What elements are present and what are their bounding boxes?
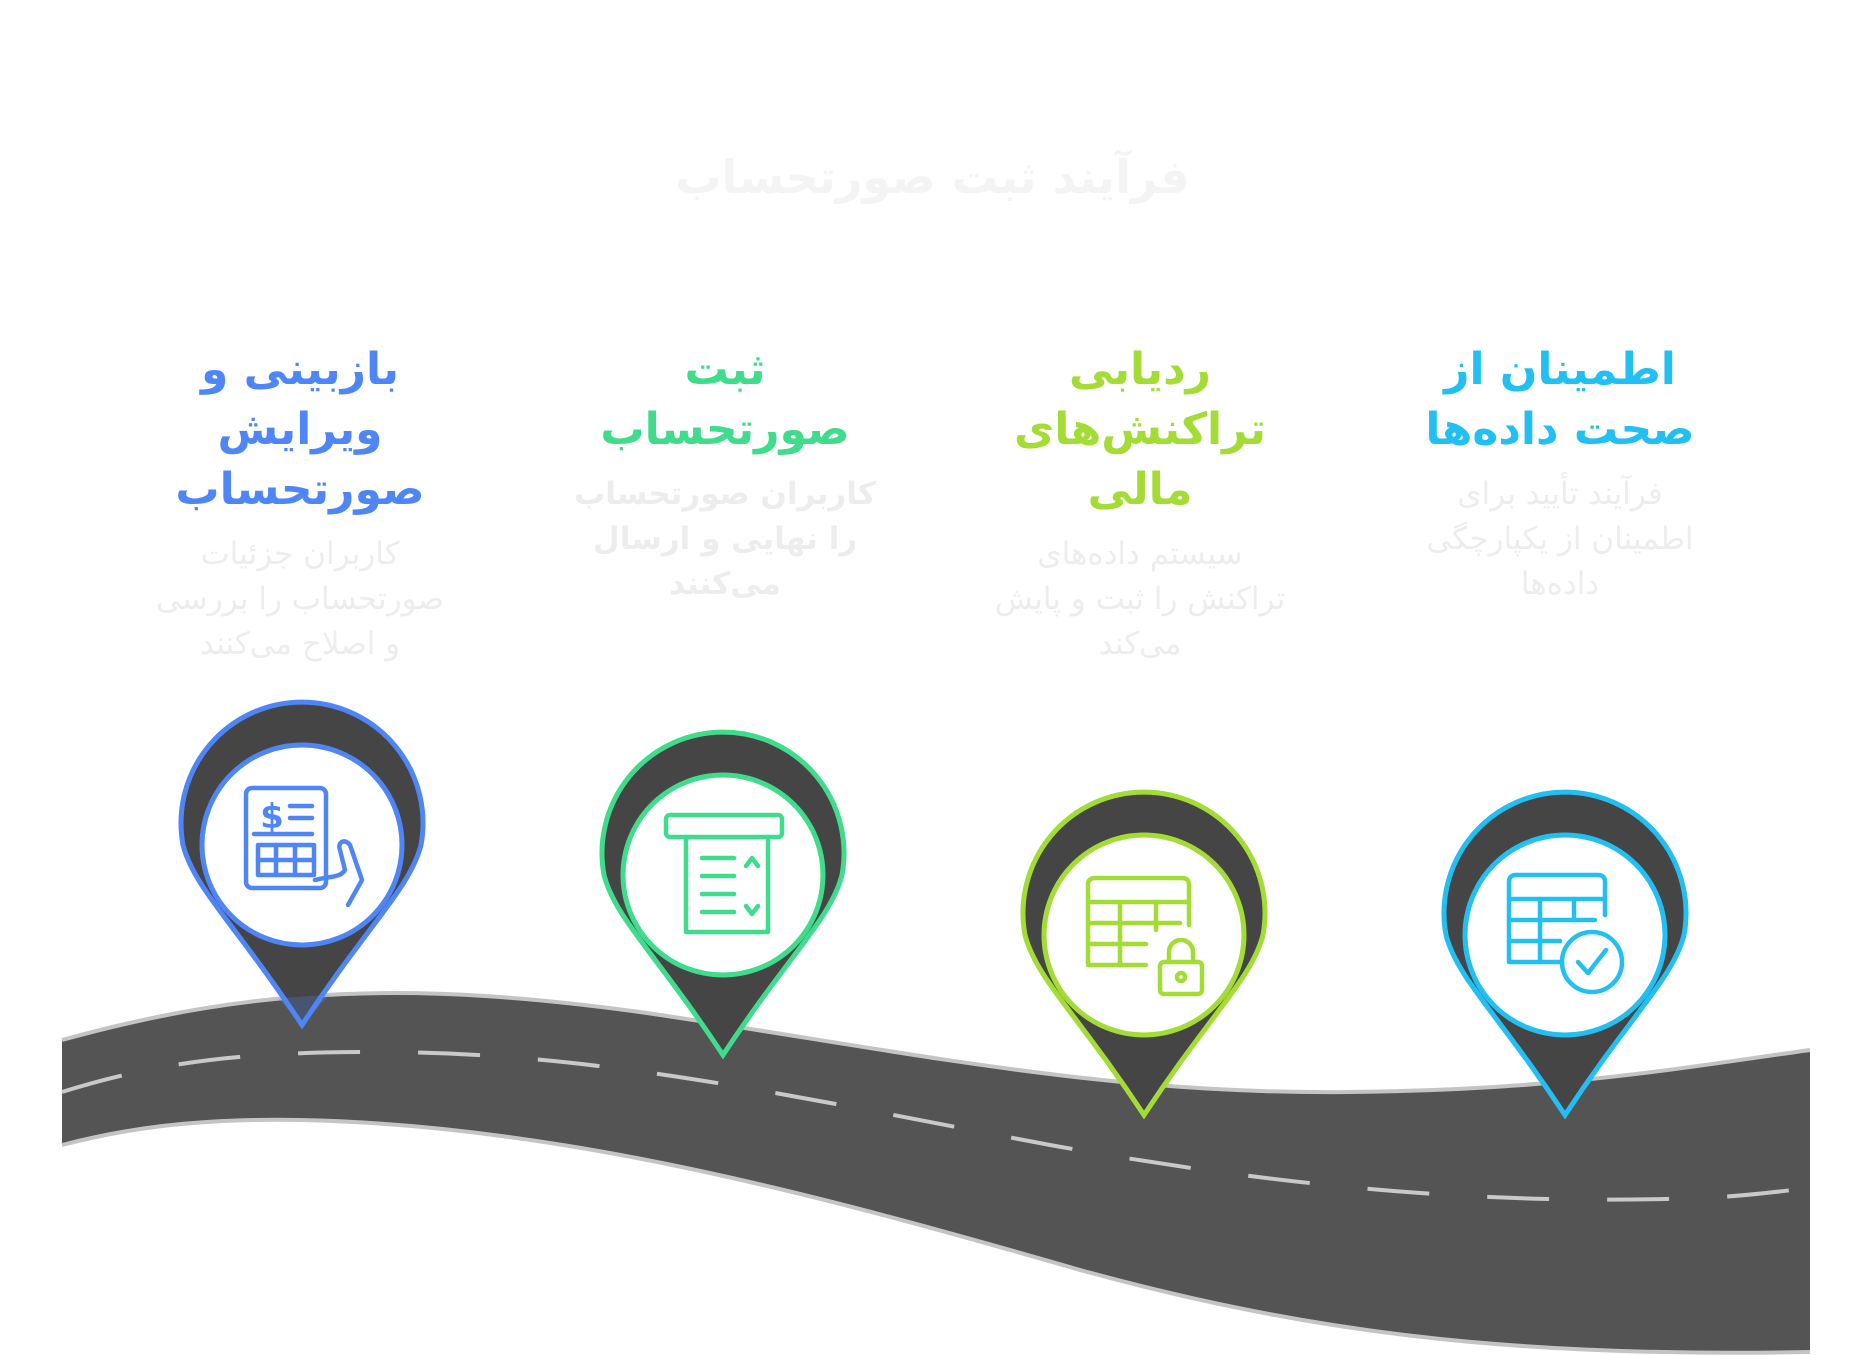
step-1-title-line: صورتحساب	[175, 464, 425, 515]
road-edge-bottom	[61, 1117, 1811, 1355]
step-2-title-line: صورتحساب	[600, 404, 850, 455]
step-1-description: کاربران جزئیات صورتحساب را بررسی و اصلاح…	[120, 532, 480, 667]
step-1-title: بازبینی و ویرایش صورتحساب	[120, 340, 480, 520]
step-2-desc-line: می‌کنند	[669, 566, 781, 602]
pin-step-4	[1441, 789, 1689, 1120]
step-4-title-line: صحت داده‌ها	[1425, 404, 1695, 455]
step-2-text: ثبت صورتحساب کاربران صورتحساب را نهایی و…	[545, 340, 905, 607]
step-3-text: ردیابی تراکنش‌های مالی سیستم داده‌های تر…	[960, 340, 1320, 667]
step-1-title-line: بازبینی و	[201, 344, 399, 395]
step-3-desc-line: سیستم داده‌های	[1037, 536, 1243, 572]
step-1-desc-line: کاربران جزئیات	[200, 536, 400, 572]
step-2-desc-line: را نهایی و ارسال	[592, 521, 858, 557]
step-1-desc-line: صورتحساب را بررسی	[155, 581, 445, 617]
step-3-title-line: تراکنش‌های	[1013, 404, 1267, 455]
road-surface	[62, 993, 1810, 1353]
step-4-title: اطمینان از صحت داده‌ها	[1380, 340, 1740, 460]
step-1-title-line: ویرایش	[217, 404, 383, 455]
page-title: فرآیند ثبت صورتحساب	[675, 150, 1190, 204]
step-3-desc-line: می‌کند	[1098, 626, 1182, 662]
step-4-desc-line: داده‌ها	[1520, 566, 1600, 602]
step-4-description: فرآیند تأیید برای اطمینان از یکپارچگی دا…	[1380, 472, 1740, 607]
step-2-title: ثبت صورتحساب	[545, 340, 905, 460]
svg-text:$: $	[260, 797, 284, 837]
pin-step-1: $	[178, 699, 426, 1030]
step-4-desc-line: اطمینان از یکپارچگی	[1426, 521, 1694, 557]
table-check-icon	[1506, 872, 1625, 995]
step-3-title-line: ردیابی	[1069, 344, 1211, 395]
step-4-title-line: اطمینان از	[1444, 344, 1676, 395]
table-lock-icon	[1085, 875, 1205, 997]
pin-step-3	[1020, 789, 1268, 1120]
receipt-checklist-icon	[663, 812, 785, 935]
road-center-dashes	[61, 1049, 1811, 1202]
step-2-title-line: ثبت	[684, 344, 766, 395]
step-1-text: بازبینی و ویرایش صورتحساب کاربران جزئیات…	[120, 340, 480, 667]
step-3-desc-line: تراکنش را ثبت و پایش	[994, 581, 1286, 617]
step-4-text: اطمینان از صحت داده‌ها فرآیند تأیید برای…	[1380, 340, 1740, 607]
step-2-desc-line: کاربران صورتحساب	[574, 476, 876, 512]
step-2-description: کاربران صورتحساب را نهایی و ارسال می‌کنن…	[545, 472, 905, 607]
step-3-title: ردیابی تراکنش‌های مالی	[960, 340, 1320, 520]
step-4-desc-line: فرآیند تأیید برای	[1457, 476, 1663, 512]
step-3-title-line: مالی	[1087, 464, 1193, 515]
invoice-hand-icon: $	[243, 785, 365, 908]
pin-step-2	[599, 729, 847, 1060]
step-3-description: سیستم داده‌های تراکنش را ثبت و پایش می‌ک…	[960, 532, 1320, 667]
step-1-desc-line: و اصلاح می‌کنند	[199, 626, 401, 662]
